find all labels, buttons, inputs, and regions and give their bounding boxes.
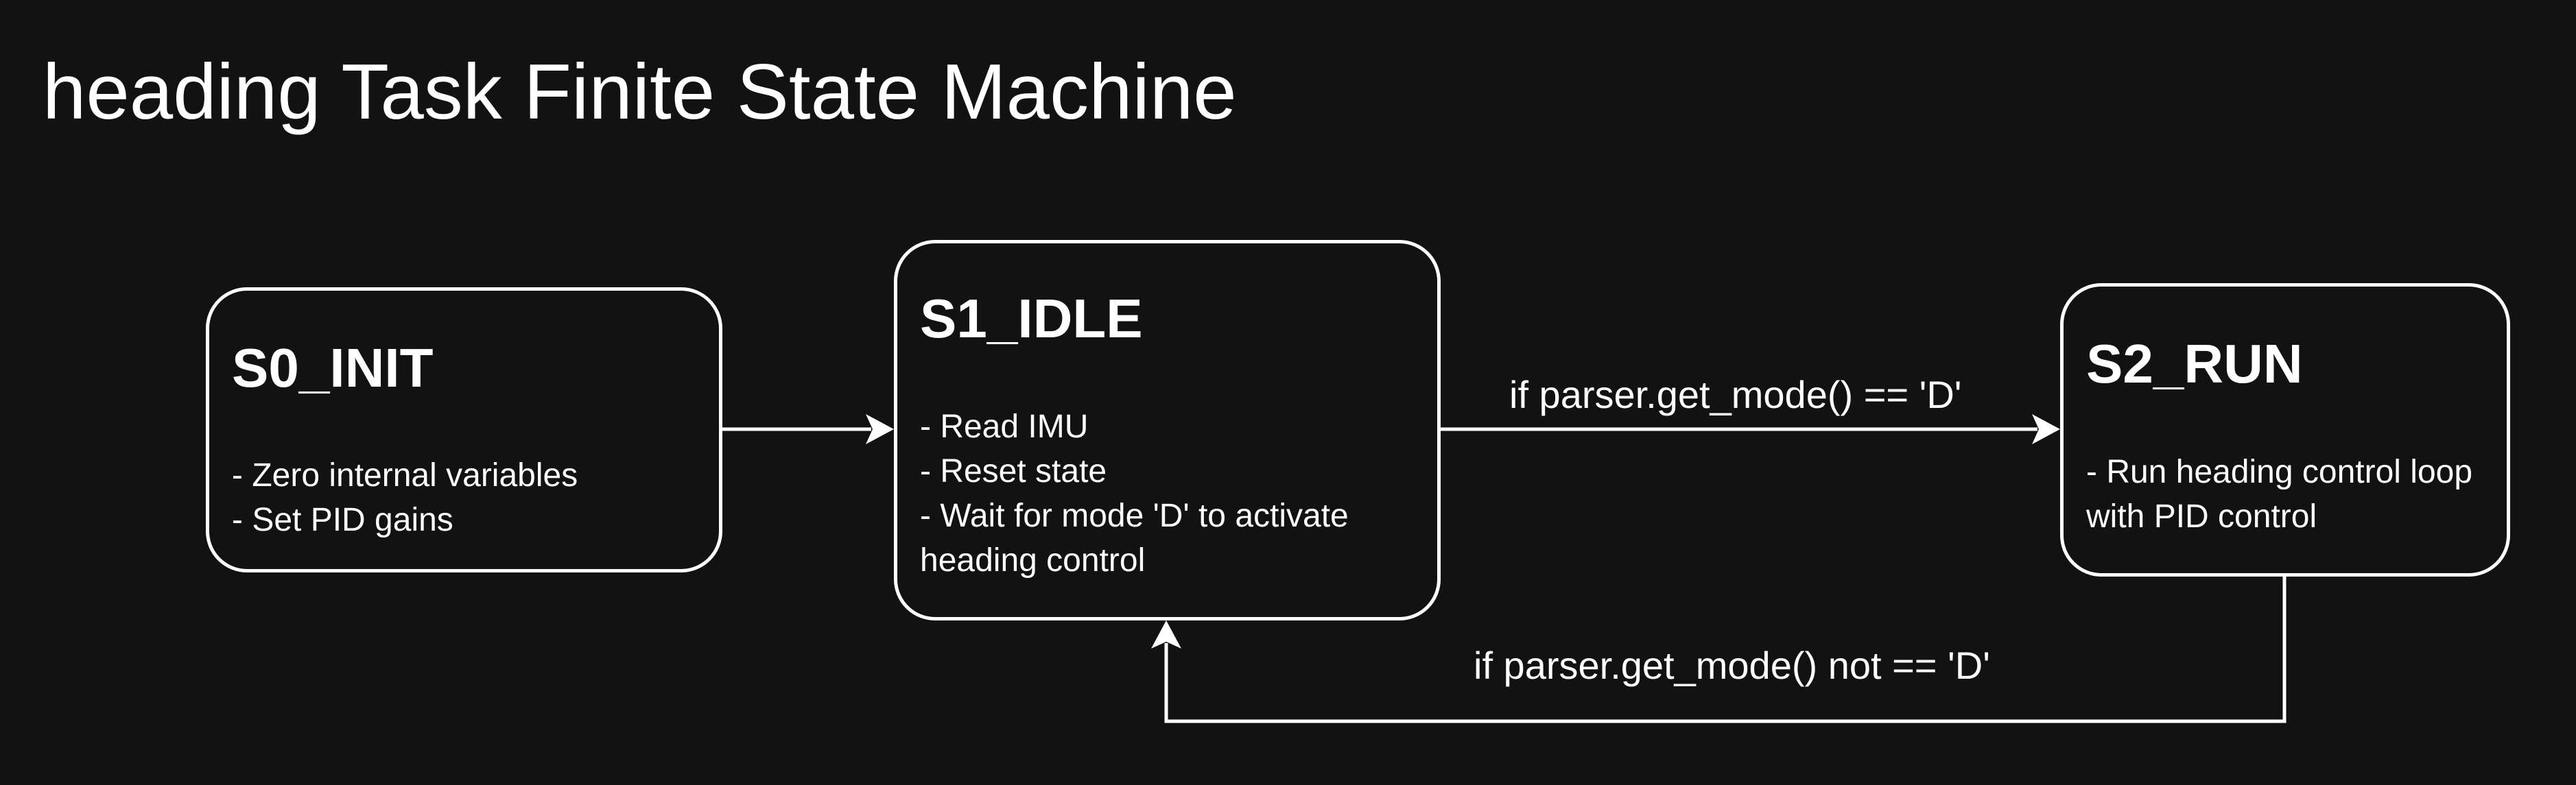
action-item: - Wait for mode 'D' to activate bbox=[920, 498, 1349, 534]
action-item: with PID control bbox=[2086, 498, 2317, 535]
arrowhead-icon bbox=[1151, 620, 1181, 649]
state-s1-idle: S1_IDLE - Read IMU - Reset state - Wait … bbox=[894, 240, 1441, 620]
action-item: - Zero internal variables bbox=[232, 457, 578, 494]
action-item: - Run heading control loop bbox=[2086, 454, 2473, 490]
arrowhead-icon bbox=[2032, 414, 2060, 444]
state-s0-init: S0_INIT - Zero internal variables - Set … bbox=[206, 287, 722, 572]
state-actions: - Run heading control loop with PID cont… bbox=[2086, 450, 2472, 539]
state-name: S2_RUN bbox=[2086, 333, 2303, 394]
transition-label-run-to-idle: if parser.get_mode() not == 'D' bbox=[1474, 644, 1990, 687]
edge-init-to-idle bbox=[722, 414, 894, 444]
state-name: S0_INIT bbox=[232, 337, 434, 398]
state-actions: - Zero internal variables - Set PID gain… bbox=[232, 453, 578, 542]
action-item: - Reset state bbox=[920, 453, 1107, 490]
action-item: heading control bbox=[920, 542, 1146, 579]
action-item: - Set PID gains bbox=[232, 502, 453, 538]
edge-idle-to-run bbox=[1441, 414, 2060, 444]
state-actions: - Read IMU - Reset state - Wait for mode… bbox=[920, 404, 1349, 583]
transition-label-idle-to-run: if parser.get_mode() == 'D' bbox=[1509, 373, 1962, 416]
edge-run-to-idle bbox=[1151, 577, 2287, 723]
state-name: S1_IDLE bbox=[920, 288, 1143, 349]
arrowhead-icon bbox=[866, 414, 894, 444]
diagram-title: heading Task Finite State Machine bbox=[43, 49, 1237, 136]
action-item: - Read IMU bbox=[920, 409, 1089, 445]
state-s2-run: S2_RUN - Run heading control loop with P… bbox=[2060, 283, 2510, 577]
